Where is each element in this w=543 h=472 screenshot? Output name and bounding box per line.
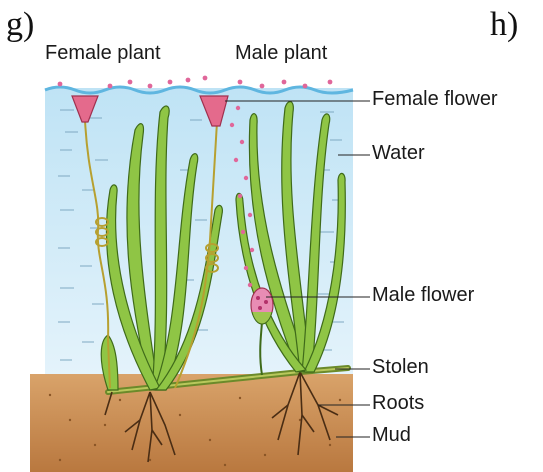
panel-letter-g: g) (6, 8, 34, 42)
label-male-flower: Male flower (372, 284, 474, 307)
male-plant-heading: Male plant (235, 42, 327, 65)
label-water: Water (372, 142, 425, 165)
panel-letter-h: h) (490, 8, 518, 42)
label-stolen: Stolen (372, 356, 429, 379)
label-female-flower: Female flower (372, 88, 498, 111)
mud-region (30, 374, 353, 472)
label-mud: Mud (372, 424, 411, 447)
female-plant-heading: Female plant (45, 42, 161, 65)
label-roots: Roots (372, 392, 424, 415)
